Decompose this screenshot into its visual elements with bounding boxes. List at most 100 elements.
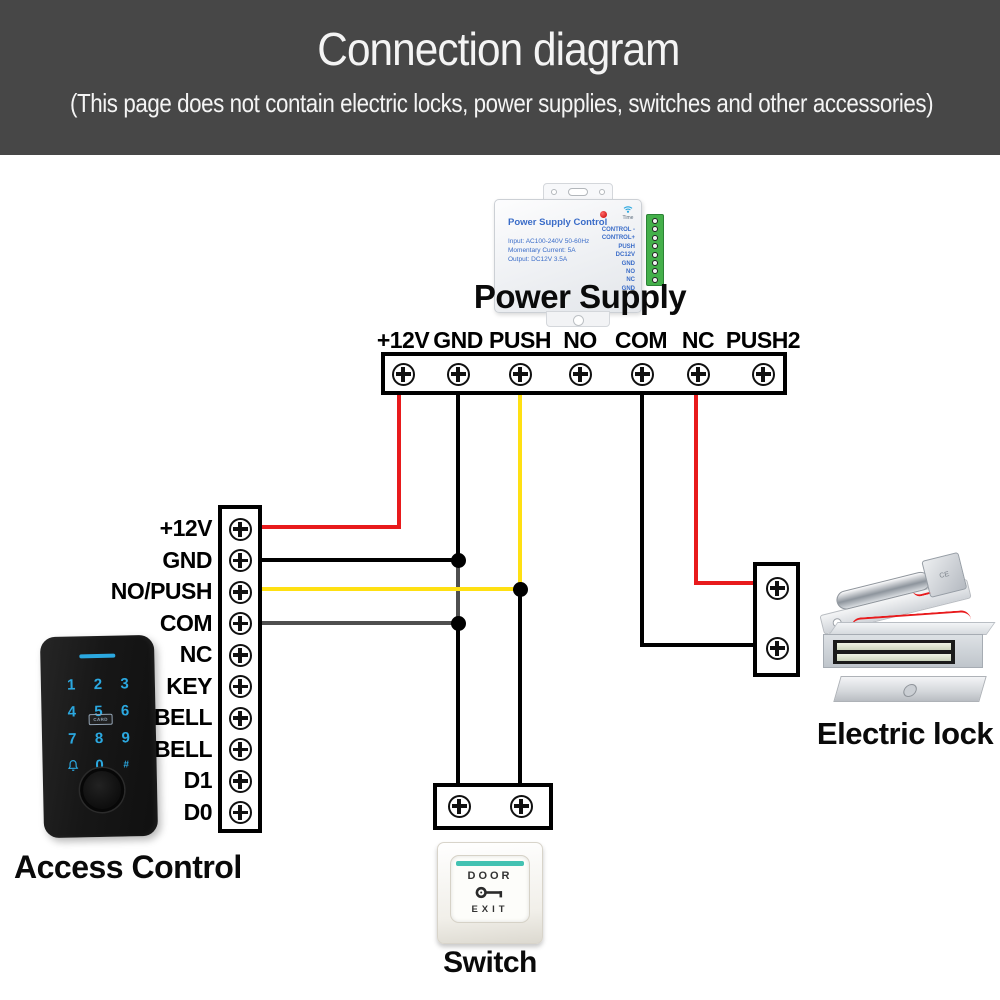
psu-term-label: CONTROL+ [601,235,635,242]
screw-terminal-icon [228,801,252,824]
acp-strip-label-12v: +12V [159,515,213,541]
psu-strip-label-push2: PUSH2 [725,327,801,353]
access-control-photo: 1 2 3 4 5 6 7 8 9 0 # CARD [39,634,159,839]
psu-pin-icon [652,251,658,258]
bell-icon [66,759,79,772]
wire-12v-red-horizontal [262,525,401,529]
psu-spec-input: Input: AC100-240V 50-60Hz [508,238,590,245]
screw-terminal-icon [228,517,252,541]
acp-strip-label-com: COM [159,610,213,636]
exit-switch-button: DOOR EXIT [450,855,530,923]
keypad-key-3: 3 [120,675,129,693]
wire-com-gray-horizontal [262,621,458,625]
screw-terminal-icon [686,362,710,386]
screw-terminal-icon [568,362,592,386]
screw-terminal-icon [228,675,252,698]
screw-terminal-icon [509,794,533,818]
wire-gnd-com-gray-segment [456,562,460,625]
armature-plate-photo [833,676,987,702]
screw-terminal-icon [446,362,470,386]
psu-pin-icon [652,276,658,283]
junction-dot [450,615,466,631]
wire-psu12v-red-vertical [397,395,401,528]
switch-label: Switch [443,946,537,979]
wire-locknc-red-horizontal [694,581,755,585]
screw-terminal-icon [228,612,252,635]
junction-dot [512,581,528,597]
psu-term-label: GND [621,260,635,267]
psu-strip-label-12v: +12V [376,327,430,353]
key-icon [475,886,505,904]
magnetic-core-strip [837,654,951,661]
psu-pin-icon [652,268,658,275]
power-supply-label: Power Supply [473,278,687,315]
access-control-label: Access Control [14,849,242,885]
acp-strip-label-nc: NC [179,641,213,667]
acp-status-bar-icon [79,653,116,658]
psu-term-label: NO [626,269,635,276]
keypad-key-bell [59,752,86,780]
screw-terminal-icon [228,580,252,604]
psu-strip-label-com: COM [614,327,668,353]
psu-strip-label-nc: NC [681,327,715,353]
acp-strip-label-key: KEY [166,673,212,699]
keypad-key-4: 4 [67,703,77,721]
screw-terminal-icon [228,706,252,730]
magnetic-lock-core [833,640,955,664]
psu-pin-icon [652,226,658,233]
page-title: Connection diagram [317,23,680,75]
psu-pin-icon [652,234,658,241]
acp-strip-label-d1: D1 [183,767,213,793]
page-subtitle: (This page does not contain electric loc… [70,88,934,118]
acp-strip-label-bell1: BELL [153,704,213,730]
wire-locknc-red-vertical [694,395,698,585]
acp-strip-label-gnd: GND [162,547,212,573]
psu-specs: Input: AC100-240V 50-60Hz Momentary Curr… [508,237,589,264]
screw-terminal-icon [228,769,252,793]
magnetic-core-strip [837,643,951,650]
psu-status-led-icon [600,211,607,218]
psu-term-label: PUSH [618,243,635,250]
electric-lock-label: Electric lock [816,716,994,751]
keypad-key-2: 2 [93,675,103,694]
screw-terminal-icon [630,362,654,386]
wire-gnd-black-vertical [456,395,460,562]
psu-terminal-labels: CONTROL - CONTROL+ PUSH DC12V GND NO NC … [575,226,635,293]
psu-pin-icon [652,260,658,266]
electric-lock-photos: CE [805,518,1000,714]
psu-strip-label-no: NO [563,327,597,353]
psu-spec-current: Momentary Current: 5A [508,247,576,254]
wire-switch-black-vertical [456,625,460,786]
switch-terminal-box [433,783,553,830]
acp-card-reader-icon: CARD [88,713,113,726]
magnetic-lock-front-face [823,634,983,668]
screw-terminal-icon [228,643,252,667]
exit-switch-teal-bar [456,861,524,866]
keypad-key-7: 7 [68,730,77,748]
power-supply-photo: Power Supply Control Input: AC100-240V 5… [494,183,672,327]
psu-term-label: GND [621,285,635,292]
wire-push-yellow-vertical [518,395,522,589]
fingerprint-sensor-icon [79,767,125,813]
screw-terminal-icon [765,576,789,600]
psu-mount-tab-bottom [546,311,610,327]
psu-spec-output: Output: DC12V 3.5A [508,256,568,263]
screw-terminal-icon [508,362,532,386]
screw-terminal-icon [228,738,252,761]
psu-term-label: CONTROL - [601,227,635,233]
psu-hole-icon [599,189,605,195]
psu-term-label: NC [626,277,635,284]
screw-terminal-icon [228,549,252,572]
header-banner: Connection diagram (This page does not c… [0,0,1000,155]
wire-nopush-yellow-horizontal [262,587,522,591]
keypad-key-6: 6 [120,702,130,720]
acp-strip-label-bell2: BELL [153,736,213,762]
magnetic-lock-photo [823,609,996,672]
acp-strip-label-d0: D0 [183,799,213,825]
screw-terminal-icon [751,362,775,386]
screw-terminal-icon [765,636,789,660]
psu-time-wifi-icon: Time [616,205,640,221]
keypad-key-8: 8 [94,729,104,748]
psu-hole-icon [551,189,557,195]
